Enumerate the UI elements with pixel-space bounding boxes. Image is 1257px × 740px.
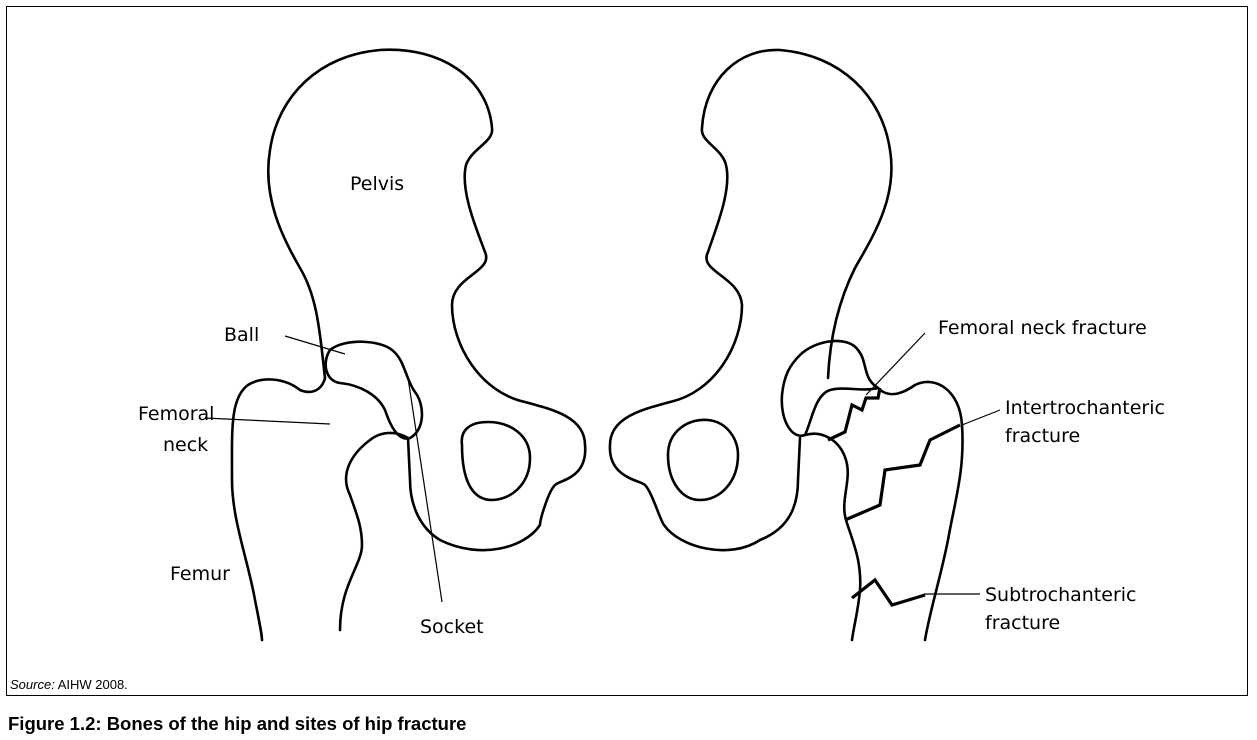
right-femur-inner [805, 434, 860, 640]
left-femur-inner [340, 433, 408, 630]
femoral-neck-fracture-line [828, 388, 880, 440]
label-intertrochanteric-line2: fracture [1005, 425, 1080, 447]
label-pelvis: Pelvis [350, 173, 404, 195]
label-femoral-neck-fracture: Femoral neck fracture [938, 317, 1147, 339]
left-obturator-foramen [462, 422, 530, 500]
source-prefix: Source: [10, 677, 55, 692]
hip-bones-diagram: Pelvis Ball Femoral neck Femur Socket Fe… [0, 0, 1257, 700]
label-subtrochanteric-line2: fracture [985, 612, 1060, 634]
left-pelvis-outline [268, 50, 585, 550]
source-note: Source: AIHW 2008. [10, 677, 128, 692]
subtrochanteric-fracture-line [852, 580, 925, 605]
right-pelvis-outline [610, 50, 892, 550]
label-subtrochanteric-line1: Subtrochanteric [985, 584, 1136, 606]
right-obturator-foramen [668, 420, 738, 500]
label-ball: Ball [224, 324, 259, 346]
label-femur: Femur [170, 563, 230, 585]
femoral-neck-leader-line [205, 418, 330, 424]
intertrochanteric-leader-line [962, 410, 1000, 425]
intertrochanteric-fracture-line [845, 425, 960, 520]
label-femoral-neck-line2: neck [163, 434, 208, 456]
label-socket: Socket [420, 616, 484, 638]
left-femur-outline [232, 378, 325, 640]
source-text: AIHW 2008. [55, 677, 128, 692]
label-femoral-neck-line1: Femoral [138, 403, 214, 425]
socket-leader-line [408, 378, 442, 602]
label-intertrochanteric-line1: Intertrochanteric [1005, 397, 1165, 419]
figure-caption: Figure 1.2: Bones of the hip and sites o… [8, 713, 466, 735]
left-femoral-head [326, 342, 422, 439]
